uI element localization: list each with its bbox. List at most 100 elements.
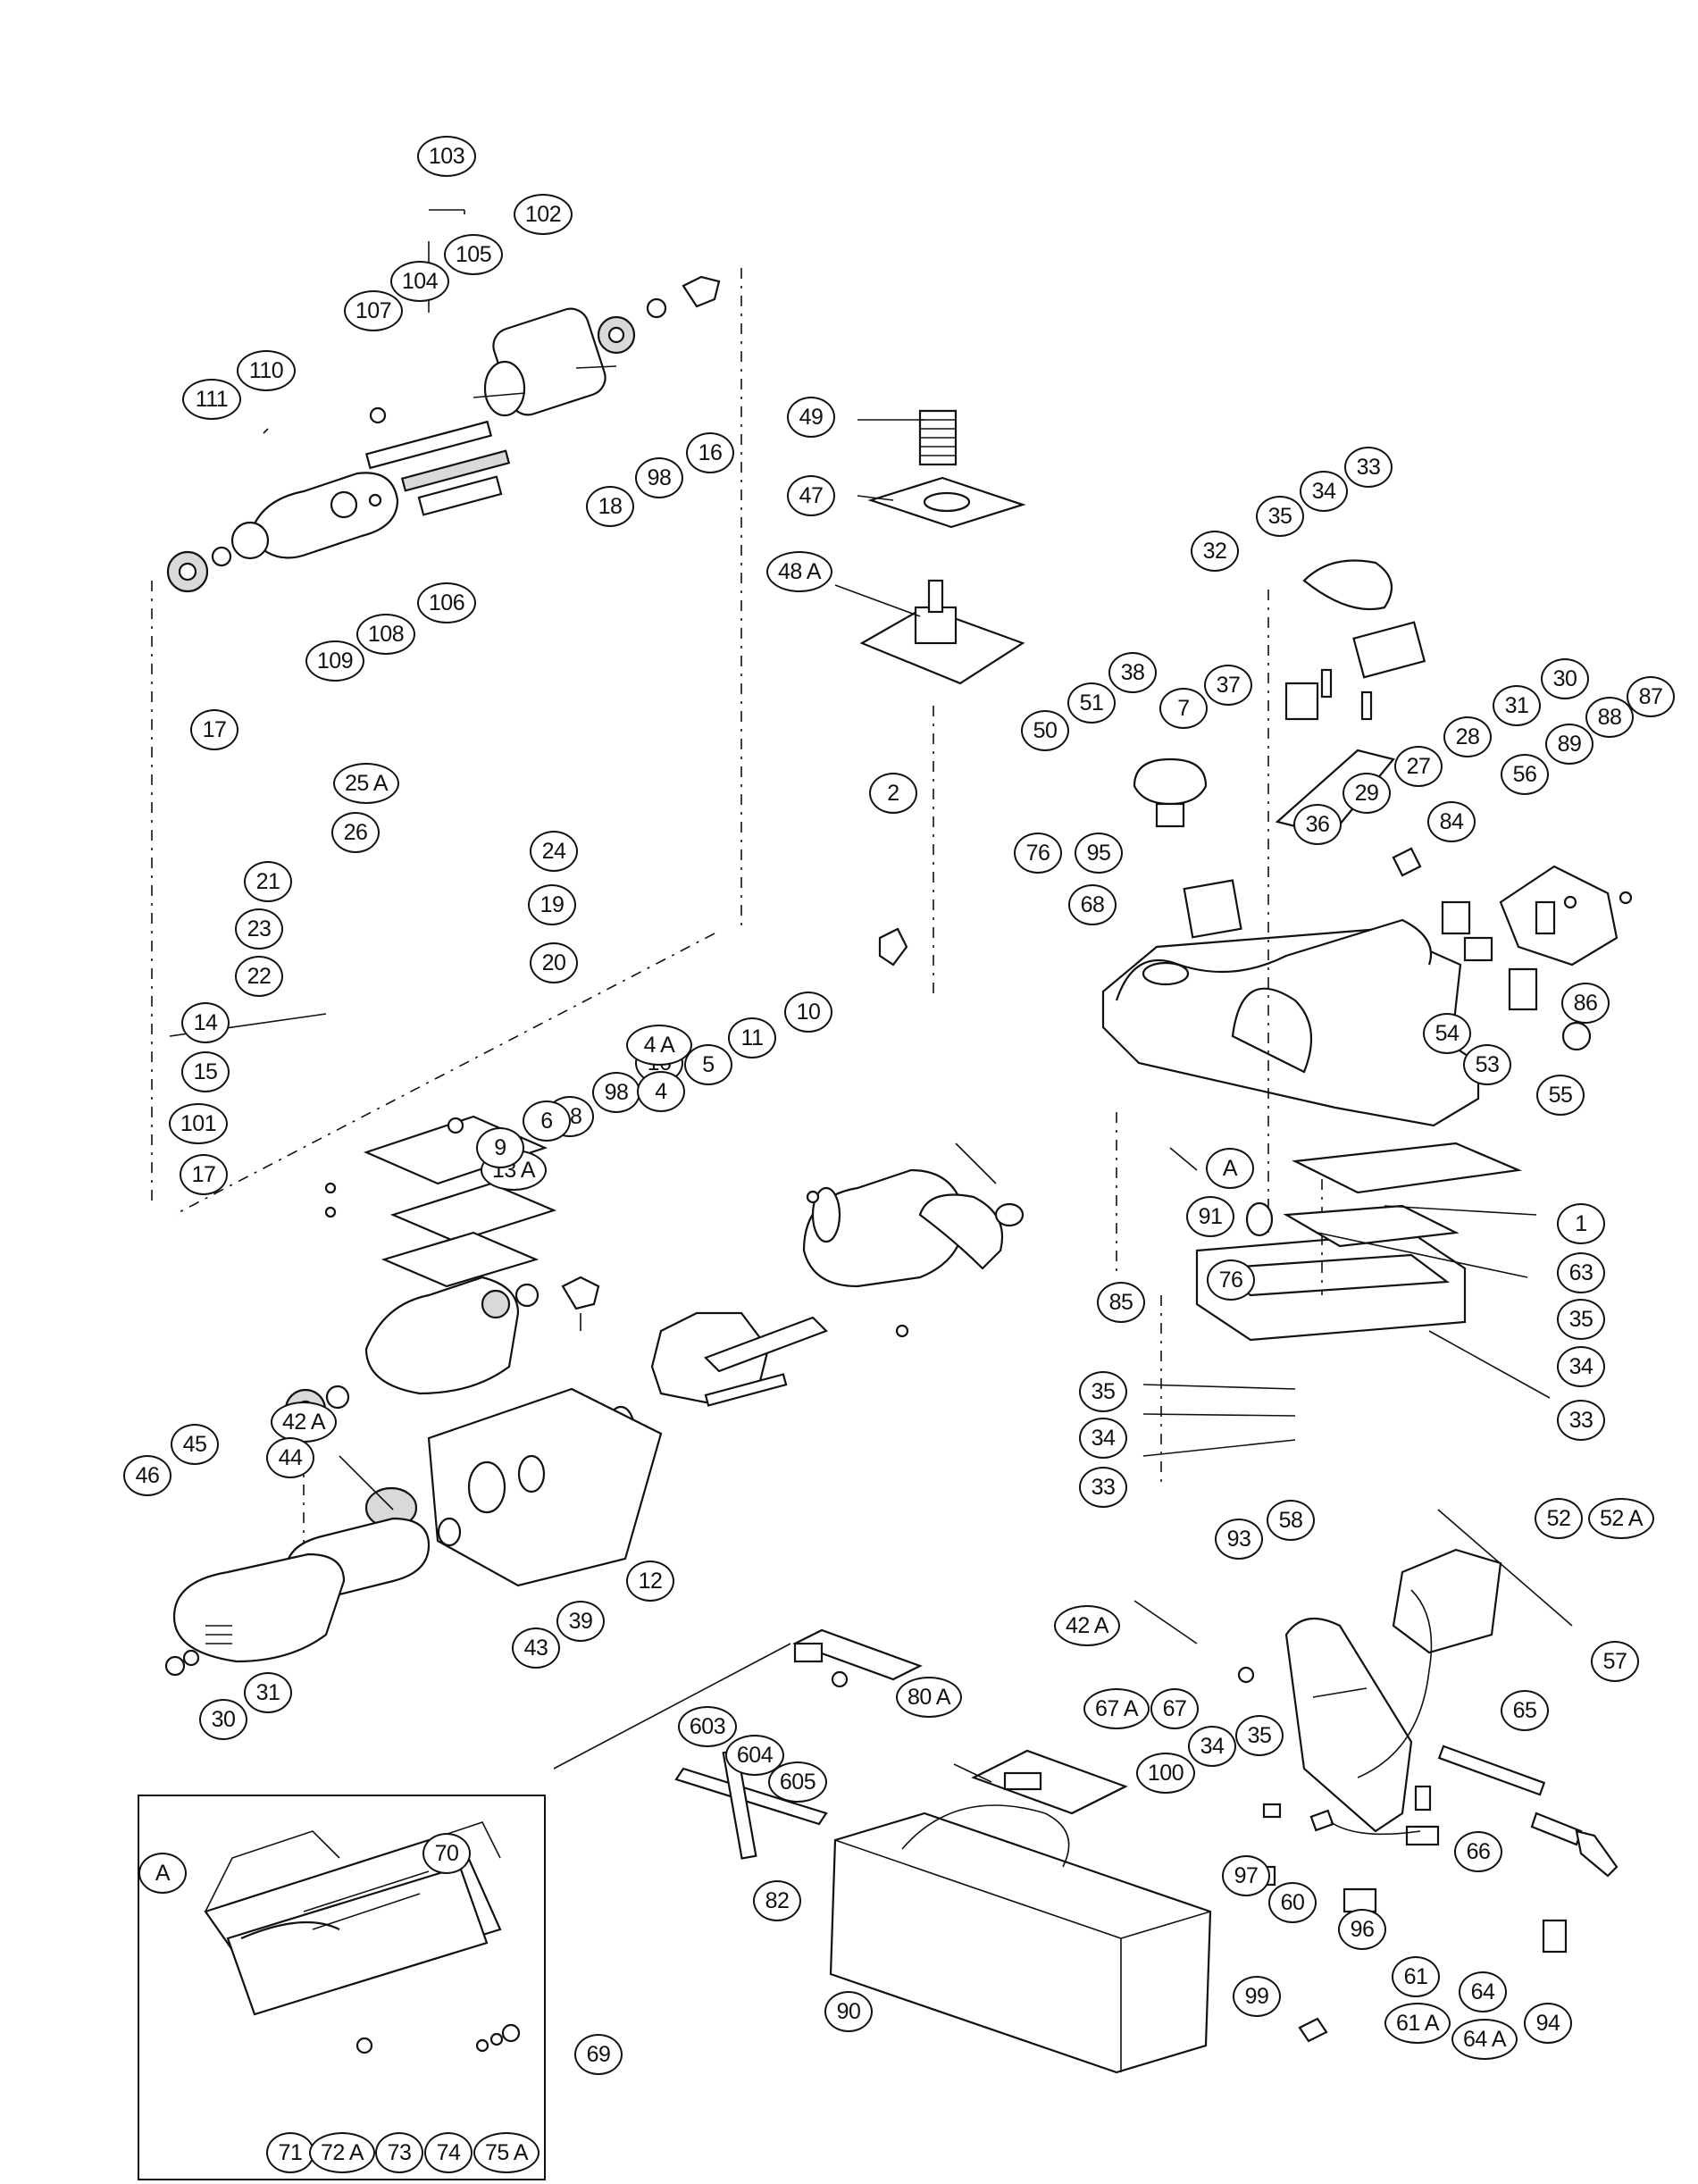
cutter-block-assembly xyxy=(284,1115,600,1545)
part-callout-42A: 42 A xyxy=(271,1402,337,1443)
part-callout-90: 90 xyxy=(824,1991,873,2032)
planer-main-body xyxy=(1101,559,1523,1483)
part-callout-69: 69 xyxy=(574,2034,623,2075)
part-callout-96: 96 xyxy=(1338,1909,1386,1950)
part-callout-1: 1 xyxy=(1557,1203,1605,1244)
part-callout-64: 64 xyxy=(1459,1971,1507,2012)
part-callout-20: 20 xyxy=(530,942,578,983)
part-callout-109: 109 xyxy=(305,640,364,682)
part-callout-98: 98 xyxy=(635,457,683,498)
part-callout-33: 33 xyxy=(1344,447,1393,488)
part-callout-7: 7 xyxy=(1159,688,1208,729)
part-callout-27: 27 xyxy=(1394,746,1443,787)
part-callout-93: 93 xyxy=(1215,1519,1263,1560)
cutter-head-upper-assembly xyxy=(151,209,742,1216)
depth-adjust-assembly xyxy=(859,409,1026,1000)
part-callout-88: 88 xyxy=(1585,697,1634,738)
part-callout-15: 15 xyxy=(181,1051,230,1092)
part-callout-603: 603 xyxy=(678,1706,737,1747)
part-callout-46: 46 xyxy=(123,1455,171,1496)
part-callout-31: 31 xyxy=(244,1672,292,1713)
part-callout-34: 34 xyxy=(1300,471,1348,512)
part-callout-17: 17 xyxy=(190,709,238,750)
part-callout-31: 31 xyxy=(1493,685,1541,726)
part-callout-604: 604 xyxy=(725,1735,784,1776)
part-callout-5: 5 xyxy=(684,1044,732,1085)
part-callout-36: 36 xyxy=(1293,804,1342,845)
part-callout-65: 65 xyxy=(1501,1690,1549,1731)
part-callout-58: 58 xyxy=(1267,1500,1315,1541)
part-callout-74: 74 xyxy=(424,2132,473,2173)
part-callout-A: A xyxy=(1206,1148,1254,1189)
part-callout-39: 39 xyxy=(556,1601,605,1642)
part-callout-34: 34 xyxy=(1079,1418,1127,1459)
part-callout-26: 26 xyxy=(331,812,380,853)
part-callout-70: 70 xyxy=(422,1833,471,1874)
part-callout-37: 37 xyxy=(1204,665,1252,706)
part-callout-43: 43 xyxy=(512,1628,560,1669)
part-callout-30: 30 xyxy=(199,1699,247,1740)
part-callout-30: 30 xyxy=(1541,658,1589,699)
part-callout-64A: 64 A xyxy=(1451,2019,1518,2060)
part-callout-56: 56 xyxy=(1501,754,1549,795)
part-callout-48A: 48 A xyxy=(766,551,832,592)
part-callout-76: 76 xyxy=(1207,1259,1255,1301)
part-callout-33: 33 xyxy=(1557,1400,1605,1441)
part-callout-108: 108 xyxy=(356,614,415,655)
part-callout-52: 52 xyxy=(1535,1498,1583,1539)
part-callout-21: 21 xyxy=(244,861,292,902)
part-callout-22: 22 xyxy=(235,956,283,997)
part-callout-45: 45 xyxy=(171,1424,219,1465)
part-callout-66: 66 xyxy=(1454,1831,1502,1872)
part-callout-25A: 25 A xyxy=(333,763,399,804)
part-callout-97: 97 xyxy=(1222,1855,1270,1896)
part-callout-16: 16 xyxy=(686,432,734,473)
part-callout-18: 18 xyxy=(586,486,634,527)
brush-holder-assembly xyxy=(1245,847,1633,1248)
part-callout-72A: 72 A xyxy=(309,2132,375,2173)
part-callout-103: 103 xyxy=(417,136,476,177)
part-callout-38: 38 xyxy=(1108,652,1157,693)
part-callout-87: 87 xyxy=(1627,676,1675,717)
part-callout-67: 67 xyxy=(1150,1688,1199,1729)
part-callout-91: 91 xyxy=(1186,1196,1234,1237)
part-callout-19: 19 xyxy=(528,884,576,925)
part-callout-100: 100 xyxy=(1136,1753,1195,1794)
part-callout-6: 6 xyxy=(523,1100,571,1142)
part-callout-14: 14 xyxy=(181,1002,230,1043)
part-callout-68: 68 xyxy=(1068,884,1117,925)
part-callout-9: 9 xyxy=(476,1127,524,1168)
part-callout-85: 85 xyxy=(1097,1282,1145,1323)
part-callout-52A: 52 A xyxy=(1588,1498,1654,1539)
part-callout-11: 11 xyxy=(728,1017,776,1059)
part-callout-24: 24 xyxy=(530,831,578,872)
part-callout-35: 35 xyxy=(1557,1299,1605,1340)
part-callout-35: 35 xyxy=(1256,496,1304,537)
part-callout-44: 44 xyxy=(266,1437,314,1478)
part-callout-55: 55 xyxy=(1536,1075,1585,1116)
part-callout-102: 102 xyxy=(514,194,573,235)
part-callout-42A: 42 A xyxy=(1054,1605,1120,1646)
part-callout-34: 34 xyxy=(1557,1346,1605,1387)
part-callout-95: 95 xyxy=(1075,833,1123,874)
part-callout-76: 76 xyxy=(1014,833,1062,874)
part-callout-60: 60 xyxy=(1268,1882,1317,1923)
part-callout-57: 57 xyxy=(1591,1641,1639,1682)
part-callout-51: 51 xyxy=(1067,682,1116,724)
part-callout-75A: 75 A xyxy=(473,2132,540,2173)
part-callout-107: 107 xyxy=(344,290,403,331)
part-callout-35: 35 xyxy=(1235,1715,1284,1756)
part-callout-98: 98 xyxy=(592,1072,640,1113)
part-callout-99: 99 xyxy=(1233,1976,1281,2017)
part-callout-47: 47 xyxy=(787,475,835,516)
part-callout-49: 49 xyxy=(787,397,835,438)
part-callout-34: 34 xyxy=(1188,1726,1236,1767)
tool-case-and-accessories xyxy=(674,1628,1212,2074)
motor-assembly xyxy=(606,1168,1025,1453)
handle-and-cord-assembly xyxy=(1237,1548,1619,2043)
part-callout-111: 111 xyxy=(182,379,241,420)
part-callout-12: 12 xyxy=(626,1561,674,1602)
part-callout-4: 4 xyxy=(637,1071,685,1112)
part-callout-4A: 4 A xyxy=(626,1025,692,1066)
